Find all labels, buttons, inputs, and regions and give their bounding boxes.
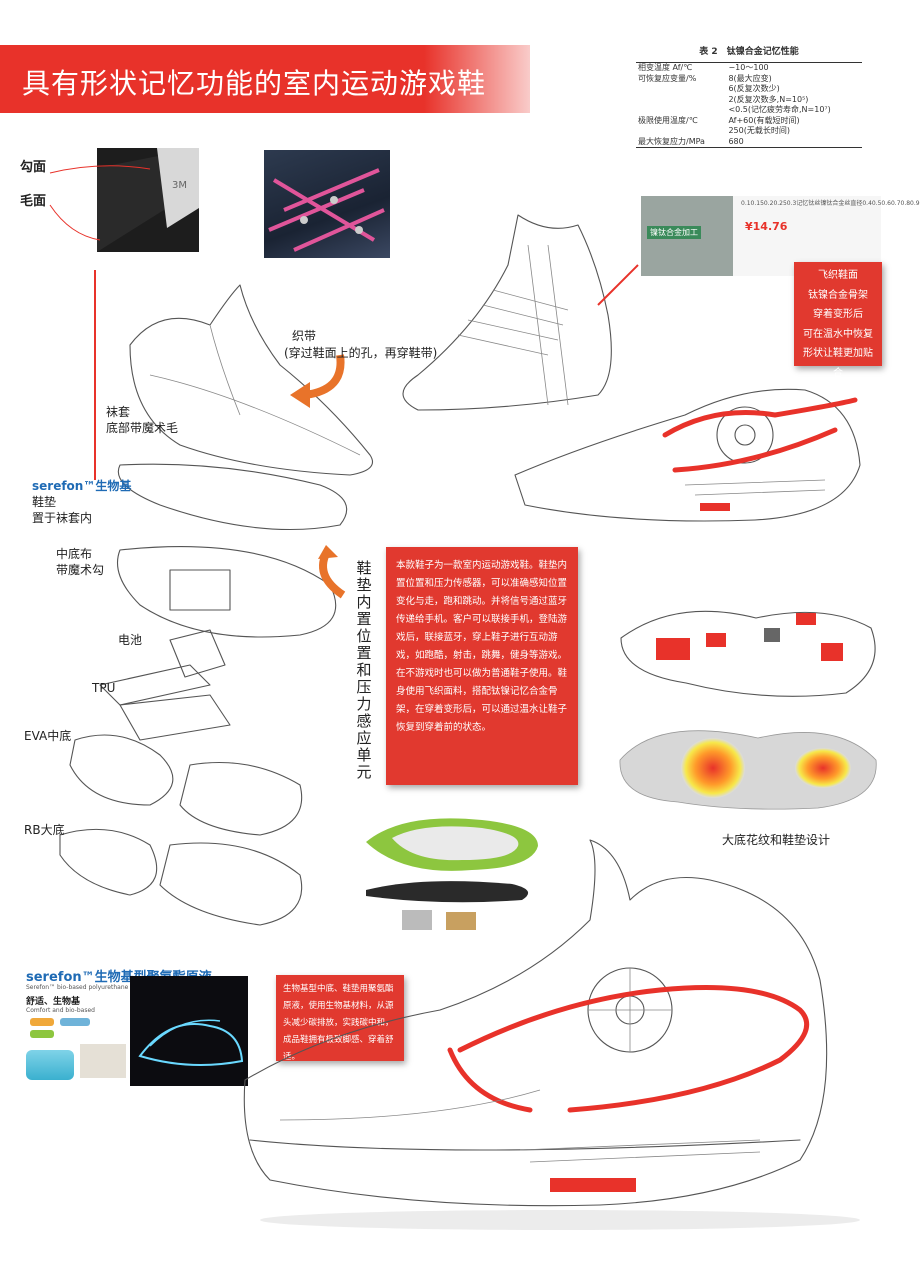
table-cell [636, 84, 726, 95]
ad-price: ¥14.76 [745, 220, 788, 233]
material-chip [30, 1030, 54, 1038]
main-sneaker-sketch [243, 839, 860, 1230]
serefon-tag: 舒适、生物基 [26, 997, 81, 1007]
arrow-icon [290, 354, 345, 408]
feature-line: 飞织鞋面 [818, 270, 858, 281]
ad-badge: 镍钛合金加工 [647, 226, 701, 239]
description-box: 本款鞋子为一款室内运动游戏鞋。鞋垫内置位置和压力传感器，可以准确感知位置变化与走… [386, 547, 578, 785]
table-cell: Af+60(有载短时间) [728, 115, 800, 125]
sock-label: 袜套 [106, 405, 131, 419]
table-cell: 680 [726, 136, 862, 148]
insole-position-label: 置于袜套内 [32, 511, 93, 525]
insole-label: 鞋垫 [32, 495, 57, 509]
eva-label: EVA中底 [24, 729, 72, 743]
page-title: 具有形状记忆功能的室内运动游戏鞋 [22, 67, 487, 100]
table-cell: 最大恢复应力/MPa [636, 136, 727, 148]
table-cell: 可恢复应变量/% [638, 73, 697, 83]
serefon-material-block: serefon™生物基型聚氨酯原液 Serefon™ bio-based pol… [26, 966, 250, 1086]
arrow-icon [318, 545, 346, 599]
serefon-tag-en: Comfort and bio-based [26, 1007, 95, 1014]
svg-text:3M: 3M [172, 180, 187, 191]
loop-side-label: 毛面 [20, 194, 47, 209]
glowing-shoe-photo [130, 976, 248, 1086]
hook-side-label: 勾面 [20, 160, 47, 175]
outsole-sketch [620, 610, 876, 697]
table-cell: 极限使用温度/℃ [638, 115, 698, 125]
material-chip [60, 1018, 90, 1026]
table-cell: −10～100 [726, 62, 862, 74]
table-cell: 6(反复次数少) [728, 84, 780, 93]
table-cell [636, 105, 726, 116]
tpu-label: TPU [92, 681, 116, 695]
laces-label: 织带 [292, 329, 317, 343]
material-box: 生物基型中底、鞋垫用聚氨酯原液，使用生物基材料，从源头减少碳排放，实践碳中和，成… [276, 975, 404, 1062]
material-chip [30, 1018, 54, 1026]
nitinol-properties-table: 表 2 钛镍合金记忆性能 相变温度 Af/℃−10～100 可恢复应变量/% 8(… [636, 44, 862, 166]
rb-label: RB大底 [24, 823, 65, 837]
table-cell [636, 126, 726, 137]
feature-line: 形状让鞋更加贴合 [803, 348, 873, 379]
insole-sensor-photo [362, 812, 542, 940]
table-cell: 相变温度 Af/℃ [636, 62, 727, 74]
feature-line: 可在温水中恢复 [803, 328, 873, 340]
serefon-subtitle: Serefon™ bio-based polyurethane raw liqu… [26, 984, 161, 991]
flyknit-shoe-sketch [402, 214, 639, 411]
feature-line: 钛镍合金骨架 [808, 289, 868, 301]
sock-velcro-label: 底部带魔术毛 [106, 421, 179, 435]
table-cell: 2(反复次数多,N=10⁵) [728, 94, 809, 104]
midcloth-label: 中底布 [56, 547, 93, 561]
midcloth-velcro-label: 带魔术勾 [56, 563, 105, 577]
table-cell: 250(无载长时间) [728, 126, 790, 135]
table-cell: 8(最大应变) [728, 73, 772, 83]
lace-photo [264, 150, 390, 258]
feature-line: 穿着变形后 [813, 309, 863, 320]
red-guide-line [94, 270, 96, 480]
insole-pressure-map [618, 720, 880, 812]
foam-sample [80, 1044, 126, 1078]
nitinol-wire-ad: 镍钛合金加工 0.10.150.20.250.3记忆钛丝镍钛合金丝直径0.40.… [641, 196, 920, 276]
table-caption: 表 2 钛镍合金记忆性能 [699, 47, 799, 57]
sneaker-sketch [514, 388, 861, 522]
exploded-view-sketch [59, 284, 374, 926]
table-cell [636, 95, 726, 106]
serefon-brand-label: serefon™生物基 [32, 479, 132, 493]
table-cell: <0.5(记忆疲劳寿命,N=10⁷) [728, 105, 831, 114]
insole-sample [26, 1050, 74, 1080]
sensor-vertical-label: 鞋垫内置位置和压力感应单元 [356, 559, 372, 781]
laces-note: (穿过鞋面上的孔，再穿鞋带) [284, 346, 438, 360]
battery-label: 电池 [118, 633, 143, 647]
callout-lines [49, 165, 151, 241]
title-banner [0, 45, 530, 113]
outsole-caption: 大底花纹和鞋垫设计 [722, 833, 831, 847]
ad-heading: 0.10.150.20.250.3记忆钛丝镍钛合金丝直径0.40.50.60.7… [741, 200, 920, 207]
feature-box: 飞织鞋面 钛镍合金骨架 穿着变形后 可在温水中恢复 形状让鞋更加贴合 [794, 262, 882, 379]
